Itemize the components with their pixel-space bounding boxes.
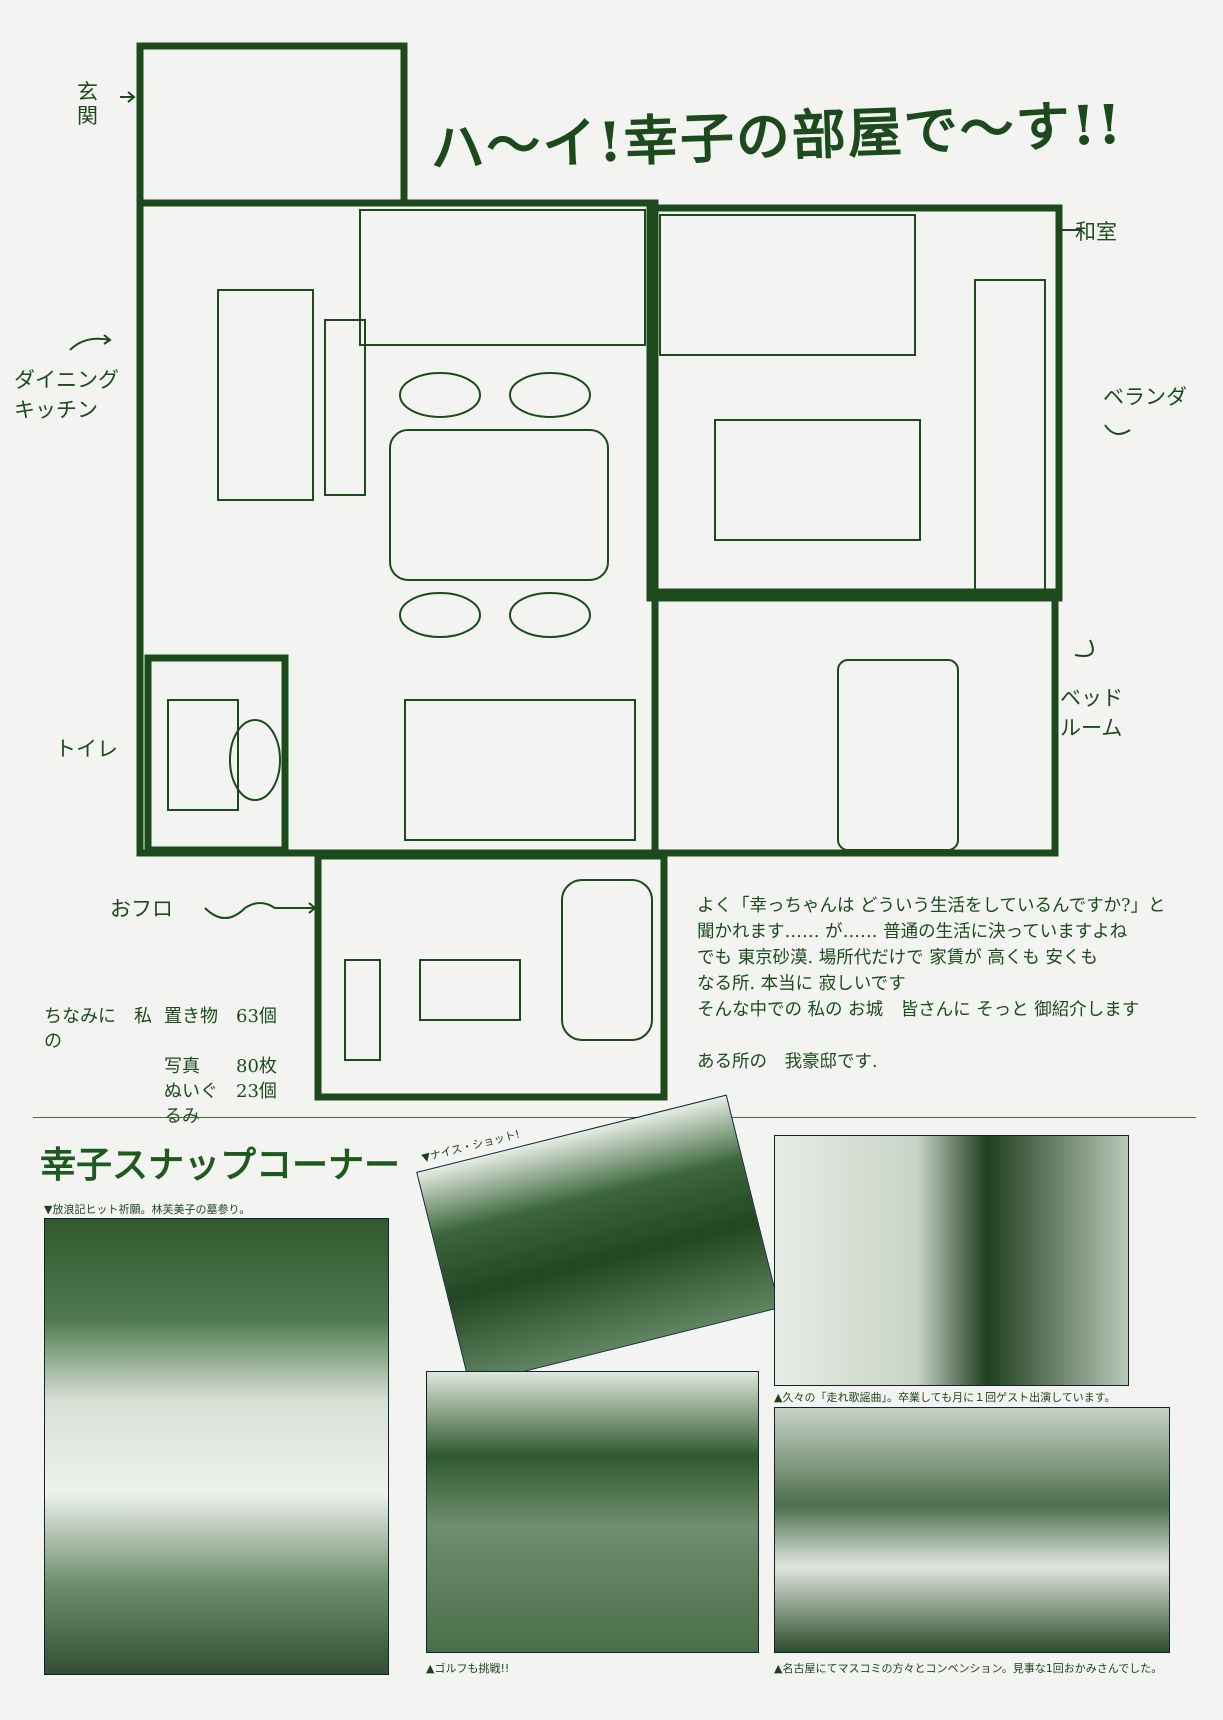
snap-corner-title: 幸子スナップコーナー (40, 1145, 401, 1186)
label-japanese-room: 和室 (1075, 220, 1117, 244)
label-veranda: ベランダ (1103, 385, 1187, 409)
bedroom-room (651, 588, 1059, 857)
label-dining: ダイニング (14, 368, 119, 392)
dining-table (389, 429, 609, 581)
photo-caption: ▼放浪記ヒット祈願。林芙美子の墓参り。 (44, 1203, 251, 1216)
low-table (714, 419, 921, 541)
entrance-room (136, 42, 408, 207)
stat-label: 写真 (164, 1056, 200, 1077)
bath-room (314, 852, 668, 1101)
photo-grave-visit (44, 1218, 389, 1675)
stat-label: ぬいぐるみ (164, 1081, 218, 1127)
message-line: 聞かれます‥‥‥ が‥‥‥ 普通の生活に決っていますよね (697, 922, 1128, 942)
message-line: なる所. 本当に 寂しいです (697, 974, 906, 994)
stat-value: 63個 (236, 1006, 277, 1027)
section-divider (33, 1117, 1196, 1118)
bed (837, 659, 959, 851)
stat-value: 23個 (236, 1081, 277, 1102)
label-entrance: 玄関 (77, 80, 98, 129)
stat-label: 置き物 (164, 1006, 218, 1027)
message-line: ある所の 我豪邸です. (697, 1052, 878, 1072)
message-line: そんな中での 私の お城 皆さんに そっと 御紹介します (697, 1000, 1140, 1020)
japanese-room (646, 204, 1063, 602)
label-kitchen: キッチン (14, 398, 98, 422)
stats-intro: ちなみに 私の (44, 1006, 152, 1052)
message-line: よく「幸っちゃんは どういう生活をしているんですか?」と (697, 896, 1166, 916)
label-bed: ベッド (1060, 686, 1123, 710)
photo-golf-putt (426, 1371, 759, 1653)
photo-caption: ▲ゴルフも挑戦!! (426, 1662, 510, 1675)
stat-value: 80枚 (236, 1056, 277, 1077)
label-bath: おフロ (110, 897, 173, 921)
bathtub (561, 879, 653, 1041)
label-room: ルーム (1060, 716, 1123, 740)
handwritten-message: よく「幸っちゃんは どういう生活をしているんですか?」と 聞かれます‥‥‥ が‥… (697, 893, 1197, 1075)
floor-plan-drawing (69, 42, 1131, 1101)
collection-stats: ちなみに 私の 置き物 63個 写真 80枚 ぬいぐるみ 23個 (44, 1004, 277, 1129)
toilet-room (144, 654, 289, 854)
photo-caption: ▲久々の「走れ歌謡曲」。卒業しても月に１回ゲスト出演しています。 (774, 1391, 1116, 1404)
photo-convention (774, 1407, 1170, 1653)
photo-radio-studio (774, 1135, 1129, 1386)
label-toilet: トイレ (55, 737, 118, 761)
photo-caption: ▲名古屋にてマスコミの方々とコンベンション。見事な1回おかみさんでした。 (774, 1662, 1163, 1675)
message-line (697, 1023, 1197, 1049)
message-line: でも 東京砂漠. 場所代だけで 家賃が 高くも 安くも (697, 948, 1098, 968)
